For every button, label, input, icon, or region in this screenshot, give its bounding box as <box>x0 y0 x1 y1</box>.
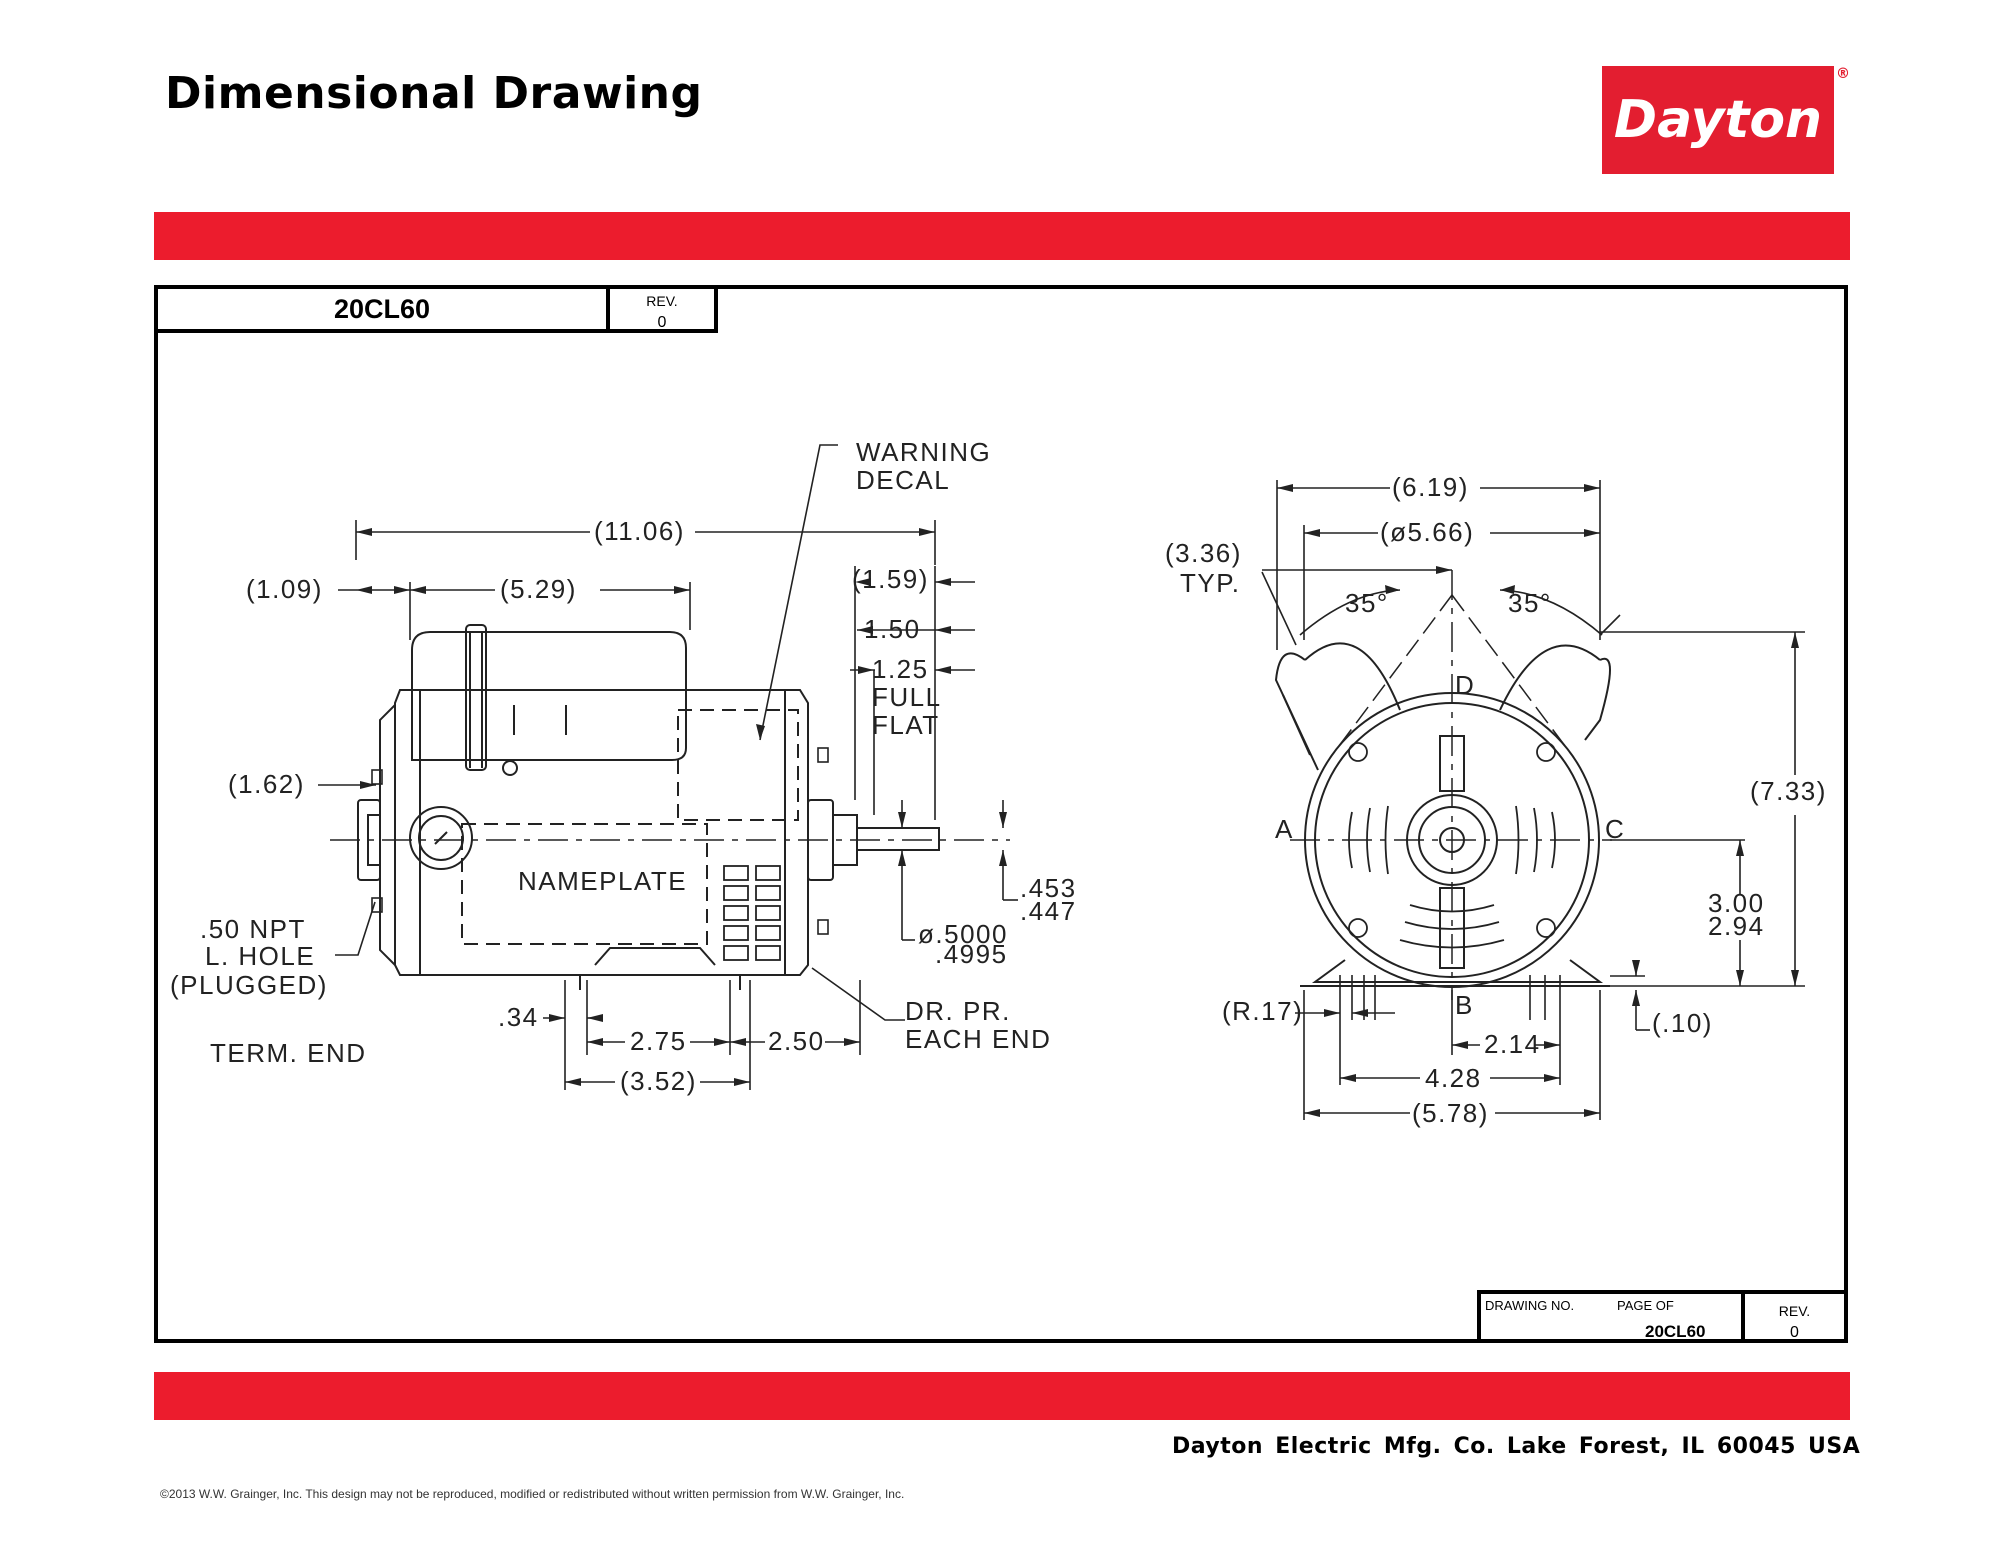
rev-value: 0 <box>657 314 667 331</box>
rev-label: REV. <box>646 293 678 309</box>
registered-mark: ® <box>1836 66 1850 82</box>
dim-shaft-159: (1.59) <box>852 564 929 594</box>
warning-label-line2: DECAL <box>856 465 950 495</box>
dim-box-length: (5.29) <box>500 574 577 604</box>
dia-4995: .4995 <box>935 939 1008 969</box>
dim-250: 2.50 <box>768 1026 825 1056</box>
footer-rev-value: 0 <box>1790 1324 1799 1341</box>
dim-flat-125: 1.25 <box>872 654 929 684</box>
bottom-red-band <box>154 1372 1850 1420</box>
dim-336: (3.36) <box>1165 538 1242 568</box>
copyright-notice: ©2013 W.W. Grainger, Inc. This design ma… <box>160 1487 905 1501</box>
dim-453: .453 <box>1020 873 1077 903</box>
angle-right: 35° <box>1508 588 1552 618</box>
dim-010: (.10) <box>1652 1008 1713 1038</box>
dayton-logo: Dayton ® <box>1602 66 1850 174</box>
dim-hole-height: (1.62) <box>228 769 305 799</box>
drawing-no-label: DRAWING NO. <box>1485 1298 1575 1313</box>
page-of-label: PAGE OF <box>1617 1298 1674 1313</box>
dim-733: (7.33) <box>1750 776 1827 806</box>
dim-428: 4.28 <box>1425 1063 1482 1093</box>
dim-619: (6.19) <box>1392 472 1469 502</box>
revision-box: REV. 0 <box>606 285 718 333</box>
dim-overall-length: (11.06) <box>594 516 685 546</box>
dim-447: .447 <box>1020 896 1077 926</box>
label-b: B <box>1455 990 1474 1020</box>
dia-5000: ø.5000 <box>918 919 1008 949</box>
dim-034: .34 <box>498 1002 539 1032</box>
flat-flat-label: FLAT <box>872 710 940 740</box>
drawing-number-box: DRAWING NO. PAGE OF 20CL60 <box>1477 1290 1745 1343</box>
logo-text: Dayton <box>1613 90 1823 150</box>
motor-side-view <box>330 624 1010 990</box>
top-red-band <box>154 212 1850 260</box>
dim-214: 2.14 <box>1484 1029 1541 1059</box>
dim-566: (ø5.66) <box>1380 517 1474 547</box>
company-address: Dayton Electric Mfg. Co. Lake Forest, IL… <box>1172 1434 1861 1459</box>
dim-shaft-150: 1.50 <box>864 614 921 644</box>
motor-end-view <box>1274 570 1612 1000</box>
flat-full-label: FULL <box>872 682 942 712</box>
angle-left: 35° <box>1345 588 1389 618</box>
nameplate-label: NAMEPLATE <box>518 866 687 896</box>
npt-label-line3: (PLUGGED) <box>170 970 328 1000</box>
npt-label-line1: .50 NPT <box>200 914 306 944</box>
dim-300: 3.00 <box>1708 888 1765 918</box>
npt-label-line2: L. HOLE <box>205 941 315 971</box>
page-title: Dimensional Drawing <box>165 68 703 119</box>
term-end-label: TERM. END <box>210 1038 367 1068</box>
dim-275: 2.75 <box>630 1026 687 1056</box>
dim-294: 2.94 <box>1708 911 1765 941</box>
dr-pr-line2: EACH END <box>905 1024 1051 1054</box>
footer-rev-label: REV. <box>1778 1303 1811 1319</box>
dr-pr-line1: DR. PR. <box>905 996 1011 1026</box>
label-c: C <box>1605 814 1625 844</box>
label-a: A <box>1275 814 1294 844</box>
typ-label: TYP. <box>1180 568 1240 598</box>
drawing-frame <box>154 285 1848 1343</box>
dim-end-to-box: (1.09) <box>246 574 323 604</box>
footer-revision-box: REV. 0 <box>1741 1290 1848 1343</box>
dim-352: (3.52) <box>620 1066 697 1096</box>
drawing-no-value: 20CL60 <box>1645 1322 1706 1341</box>
warning-label-line1: WARNING <box>856 437 991 467</box>
label-d: D <box>1455 670 1475 700</box>
dim-578: (5.78) <box>1412 1098 1489 1128</box>
dim-r17: (R.17) <box>1222 996 1303 1026</box>
